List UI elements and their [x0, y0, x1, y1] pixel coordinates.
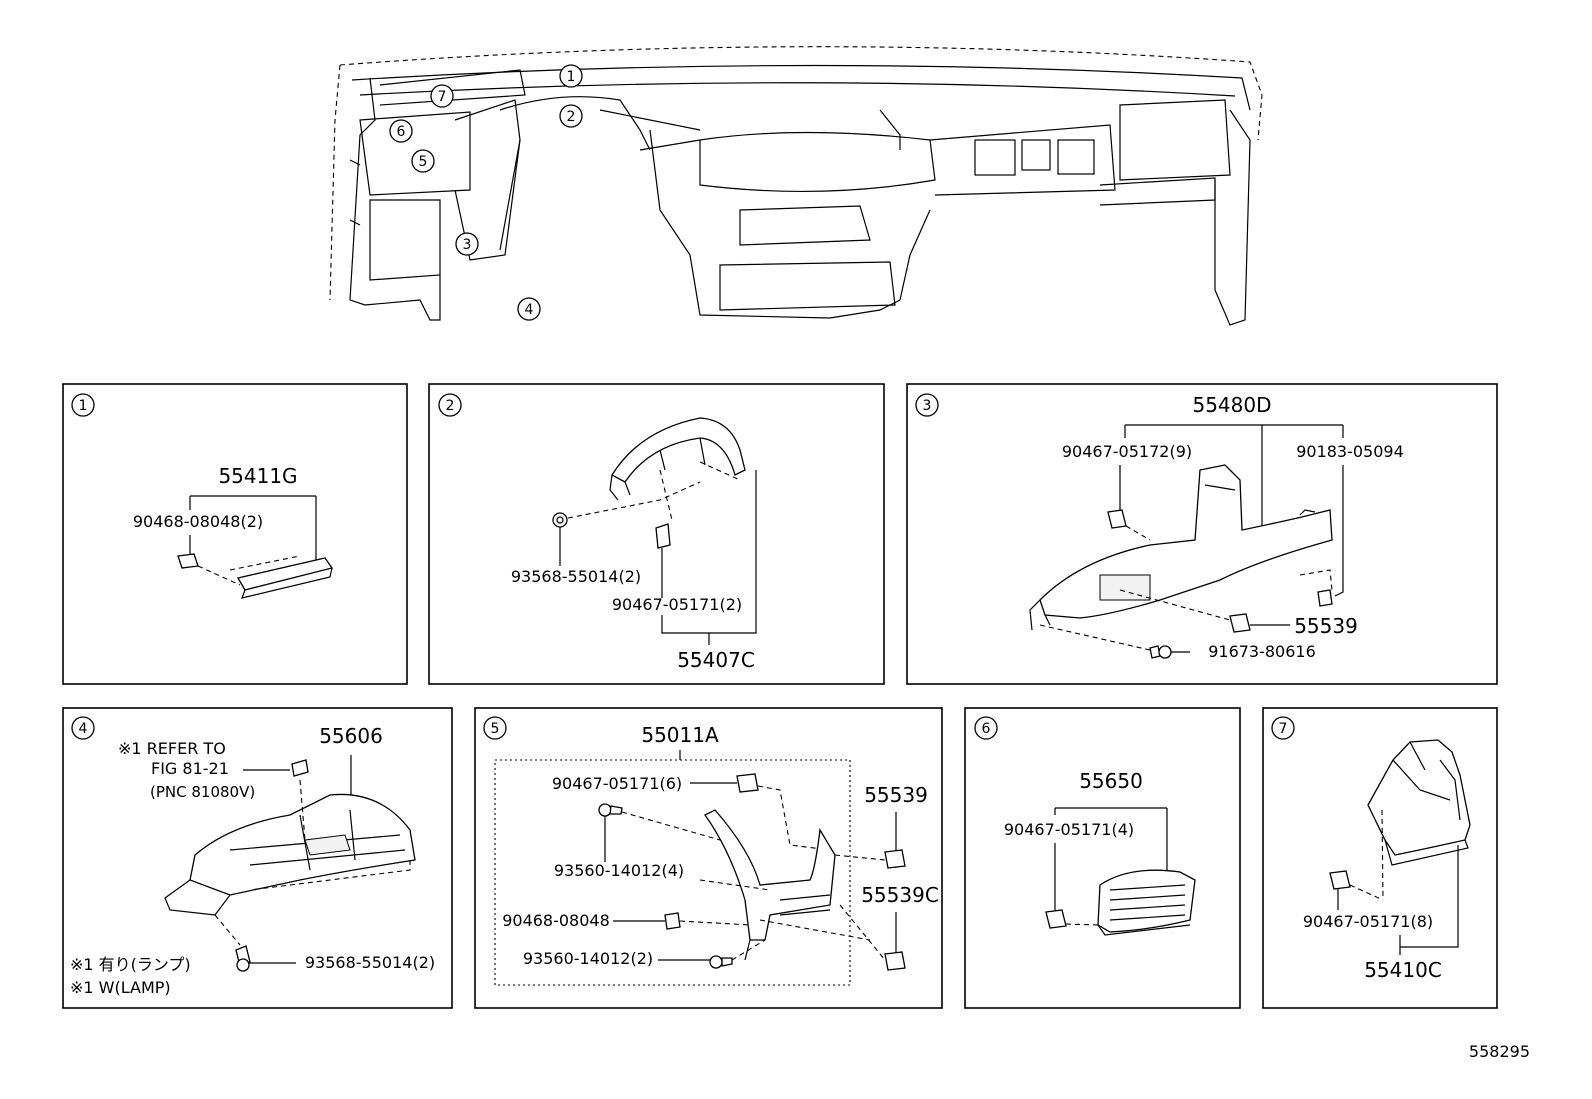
part-number-55480D: 55480D: [1192, 393, 1271, 417]
part-number-55411G: 55411G: [218, 464, 297, 488]
screw-93568-p4: [235, 945, 251, 972]
overview-callout-4: 4: [517, 297, 541, 321]
panel-2: 2 93568-55014(2) 90467-05171(2) 55407C: [428, 383, 885, 685]
panel-3-index: 3: [923, 398, 932, 414]
part-number-91673-80616: 91673-80616: [1208, 642, 1316, 661]
panel-4: 4 ※1 REFER TO FIG 81-21 (PNC 81080V) 556…: [62, 707, 453, 1009]
part-number-55539: 55539: [1294, 614, 1358, 638]
overview-callout-7: 7: [430, 84, 454, 108]
overview-callout-2: 2: [559, 104, 583, 128]
bolt-91673: [1149, 645, 1172, 659]
screw-93568: [552, 512, 568, 528]
svg-text:4: 4: [525, 302, 534, 318]
part-number-93568-55014: 93568-55014(2): [511, 567, 641, 586]
svg-text:2: 2: [567, 109, 576, 125]
part-number-90467-05171-p7: 90467-05171(8): [1303, 912, 1433, 931]
screw-93560-4: [598, 803, 623, 817]
panel-2-index: 2: [446, 398, 455, 414]
part-number-55606: 55606: [319, 724, 383, 748]
part-number-90467-05171-p6: 90467-05171(4): [1004, 820, 1134, 839]
part-number-55011A: 55011A: [641, 723, 719, 747]
part-number-93560-14012-2: 93560-14012(2): [523, 949, 653, 968]
svg-text:7: 7: [438, 89, 447, 105]
panel-7: 7 90467-05171(8) 55410C: [1262, 707, 1498, 1009]
panel-7-index: 7: [1279, 721, 1288, 737]
part-number-55539-p5: 55539: [864, 783, 928, 807]
note-with-lamp-en: ※1 W(LAMP): [70, 978, 171, 997]
diagram-id: 558295: [1469, 1042, 1530, 1061]
part-number-93568-55014-p4: 93568-55014(2): [305, 953, 435, 972]
panel-5: 5 55011A 90467-05171(6) 93560-14012(4) 9…: [474, 707, 943, 1009]
note-fig-reference: FIG 81-21: [151, 759, 229, 778]
panel-5-index: 5: [491, 721, 500, 737]
svg-text:3: 3: [463, 237, 472, 253]
instrument-panel-overview: 1 2 3 4 5 6 7: [329, 46, 1263, 326]
part-number-93560-14012-4: 93560-14012(4): [554, 861, 684, 880]
part-number-90467-05171-p5: 90467-05171(6): [552, 774, 682, 793]
part-number-90467-05171: 90467-05171(2): [612, 595, 742, 614]
note-with-lamp-jp: ※1 有り(ランプ): [70, 955, 191, 974]
screw-93560-2: [709, 955, 733, 969]
part-number-55410C: 55410C: [1364, 958, 1442, 982]
part-number-90468-08048-p5: 90468-08048: [502, 911, 610, 930]
svg-text:1: 1: [567, 69, 576, 85]
overview-callout-6: 6: [389, 119, 413, 143]
overview-callout-3: 3: [455, 232, 479, 256]
panel-6: 6 55650 90467-05171(4): [964, 707, 1241, 1009]
note-refer-to: ※1 REFER TO: [118, 739, 226, 758]
svg-text:5: 5: [419, 154, 428, 170]
overview-callout-1: 1: [559, 64, 583, 88]
svg-text:6: 6: [397, 124, 406, 140]
panel-1-index: 1: [79, 398, 88, 414]
panel-6-index: 6: [982, 721, 991, 737]
part-number-90468-08048: 90468-08048(2): [133, 512, 263, 531]
panel-1: 1 55411G 90468-08048(2): [62, 383, 408, 685]
part-number-55407C: 55407C: [677, 648, 755, 672]
part-number-55539C: 55539C: [861, 883, 939, 907]
overview-callout-5: 5: [411, 149, 435, 173]
panel-4-index: 4: [79, 721, 88, 737]
panel-3: 3 55480D 90467-05172(9) 90183-05094 5553…: [906, 383, 1498, 685]
part-number-55650: 55650: [1079, 769, 1143, 793]
part-number-90183-05094: 90183-05094: [1296, 442, 1404, 461]
part-number-90467-05172: 90467-05172(9): [1062, 442, 1192, 461]
note-pnc-reference: (PNC 81080V): [150, 783, 255, 801]
